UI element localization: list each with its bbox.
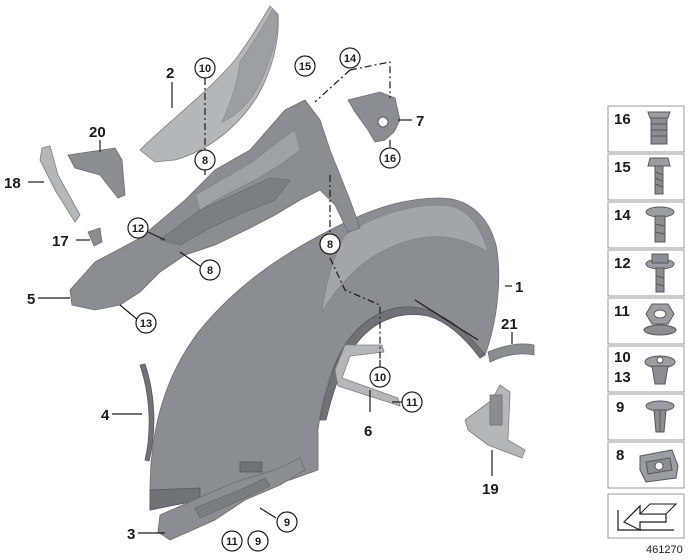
leader-14 — [147, 231, 166, 241]
strut-18 — [39, 145, 81, 223]
callout-17: 17 — [52, 233, 69, 250]
sill-bracket-3-detail — [194, 477, 271, 519]
plastic-nut-icon — [644, 355, 676, 385]
callout-4: 4 — [101, 407, 110, 424]
callout-10c-circle: 11 — [221, 530, 243, 552]
callout-5: 5 — [27, 291, 35, 308]
svg-text:10: 10 — [374, 372, 386, 384]
trim-piece-21 — [487, 343, 535, 363]
callout-9b-circle: 9 — [247, 530, 269, 552]
expanding-rivet-icon — [645, 400, 675, 433]
svg-text:8: 8 — [616, 447, 624, 464]
fastener-legend: 16 15 14 — [607, 105, 685, 539]
svg-text:14: 14 — [344, 53, 357, 65]
callout-8a-circle: 8 — [194, 149, 216, 171]
leader-9a — [179, 251, 201, 267]
callout-9a-circle: 8 — [199, 259, 221, 281]
legend-row-arrow — [607, 493, 685, 539]
pillar-trim-shade — [221, 9, 279, 123]
leader-1c — [414, 299, 479, 341]
callout-19: 19 — [482, 481, 499, 498]
legend-row-16: 16 — [607, 105, 685, 153]
callout-20: 20 — [89, 124, 106, 141]
callout-3: 3 — [127, 526, 135, 543]
svg-text:14: 14 — [614, 207, 631, 224]
callout-7: 7 — [416, 113, 424, 130]
callout-8b-circle: 8 — [319, 233, 341, 255]
clip-nut-icon — [639, 449, 679, 483]
svg-text:9: 9 — [616, 399, 624, 416]
svg-text:11: 11 — [226, 536, 238, 548]
svg-text:13: 13 — [614, 369, 631, 386]
inner-panel-detail — [159, 177, 291, 246]
leader-15 — [119, 304, 139, 321]
svg-text:10: 10 — [614, 349, 631, 366]
legend-row-12: 12 — [607, 249, 685, 297]
svg-text:16: 16 — [614, 111, 631, 128]
bracket-7 — [347, 91, 401, 143]
callout-6: 6 — [364, 423, 372, 440]
callout-2: 2 — [166, 65, 174, 82]
wheel-arch-edge — [319, 306, 486, 421]
callout-8c-circle: 9 — [276, 511, 298, 533]
flange-bolt-icon — [645, 253, 675, 293]
legend-row-9: 9 — [607, 393, 685, 441]
callout-21: 21 — [501, 316, 518, 333]
callout-18: 18 — [4, 175, 21, 192]
legend-row-8: 8 — [607, 441, 685, 489]
callout-10a-circle: 10 — [194, 57, 216, 79]
arrow-box-icon — [617, 503, 678, 531]
callout-12-circle: 14 — [339, 47, 361, 69]
dash-12-13 — [314, 61, 391, 103]
pillar-trim — [139, 5, 279, 163]
callout-15-circle: 13 — [135, 312, 157, 334]
svg-text:11: 11 — [614, 303, 630, 320]
callout-1: 1 — [515, 279, 523, 296]
leader-8c — [259, 507, 277, 519]
svg-text:10: 10 — [199, 63, 211, 75]
svg-text:9: 9 — [255, 536, 261, 548]
bracket-20 — [67, 147, 126, 199]
svg-text:15: 15 — [614, 159, 631, 176]
hex-bolt-icon — [647, 157, 671, 195]
svg-text:9: 9 — [284, 517, 290, 529]
svg-text:8: 8 — [327, 239, 333, 251]
hex-nut-icon — [643, 303, 677, 336]
dash-8b — [329, 175, 381, 360]
svg-text:11: 11 — [406, 397, 418, 409]
callout-11-circle: 11 — [401, 391, 423, 413]
reference-number: 461270 — [646, 544, 683, 556]
expanding-nut-icon — [647, 111, 671, 145]
legend-row-11: 11 — [607, 297, 685, 345]
legend-row-14: 14 — [607, 201, 685, 249]
bracket-7-hole — [377, 116, 389, 128]
bracket-6 — [334, 344, 401, 407]
svg-text:12: 12 — [132, 223, 144, 235]
svg-text:8: 8 — [207, 265, 213, 277]
collar-screw-icon — [645, 206, 675, 243]
svg-text:13: 13 — [140, 318, 152, 330]
clip-17 — [87, 227, 103, 247]
callout-14-circle: 12 — [127, 217, 149, 239]
legend-row-15: 15 — [607, 153, 685, 201]
inner-panel-ribs — [194, 129, 301, 211]
bracket-19-plate — [489, 394, 503, 426]
callout-16-circle: 16 — [379, 147, 401, 169]
seal-strip-4 — [139, 363, 155, 462]
svg-text:12: 12 — [614, 255, 631, 272]
legend-row-10-13: 10 13 — [607, 345, 685, 393]
svg-text:15: 15 — [299, 61, 311, 73]
sill-bracket-3-block — [239, 461, 263, 473]
callout-13-circle: 15 — [294, 55, 316, 77]
svg-text:8: 8 — [202, 155, 208, 167]
callout-10b-circle: 10 — [369, 366, 391, 388]
fender-highlight — [321, 204, 489, 313]
svg-text:16: 16 — [384, 153, 396, 165]
